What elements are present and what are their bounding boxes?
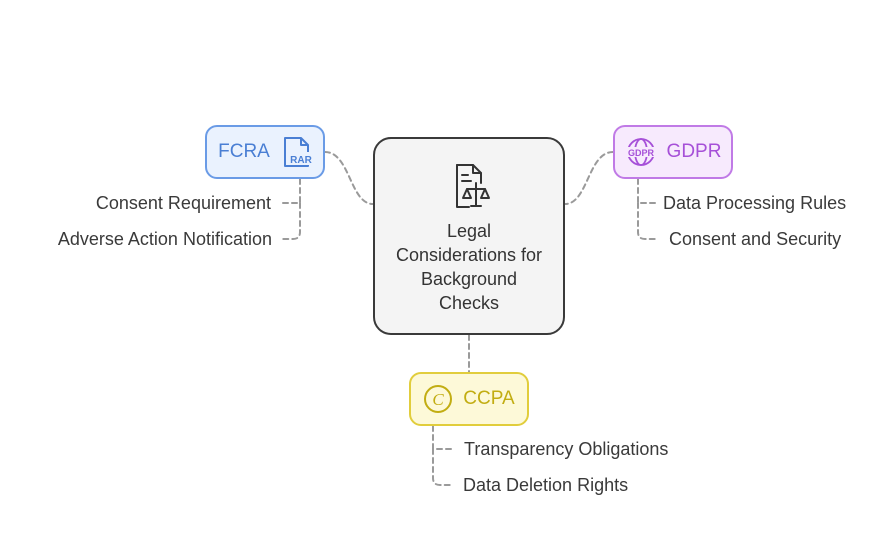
ccpa-item-transparency-obligations: Transparency Obligations <box>464 439 669 459</box>
fcra-item-adverse-action-notification: Adverse Action Notification <box>57 229 272 249</box>
connector-gdpr-item-1 <box>637 178 656 204</box>
ccpa-item-data-deletion-rights: Data Deletion Rights <box>463 475 629 495</box>
connector-fcra-item-1 <box>282 178 301 204</box>
gdpr-item-data-processing-rules: Data Processing Rules <box>663 193 847 213</box>
central-topic-node: Legal Considerations for Background Chec… <box>373 137 565 335</box>
svg-text:GDPR: GDPR <box>628 148 655 158</box>
gdpr-label: GDPR <box>666 141 722 162</box>
legal-document-scales-icon <box>456 164 490 208</box>
svg-text:C: C <box>433 390 445 409</box>
fcra-node: FCRA RAR <box>205 125 325 179</box>
copyright-circle-icon: C <box>424 385 453 413</box>
gdpr-globe-icon: GDPR <box>625 138 656 166</box>
connector-ccpa-item-1 <box>432 425 453 450</box>
central-topic-title: Legal Considerations for Background Chec… <box>395 221 543 313</box>
fcra-item-consent-requirement: Consent Requirement <box>95 193 271 213</box>
ccpa-label: CCPA <box>463 388 515 409</box>
fcra-label: FCRA <box>218 141 270 162</box>
connector-fcra-center <box>324 151 374 205</box>
connector-fcra-item-2 <box>282 202 301 240</box>
svg-text:RAR: RAR <box>290 155 312 166</box>
rar-file-icon: RAR <box>283 137 312 167</box>
gdpr-node: GDPR GDPR <box>613 125 733 179</box>
gdpr-item-consent-and-security: Consent and Security <box>669 229 842 249</box>
connector-gdpr-center <box>564 151 614 205</box>
connector-ccpa-item-2 <box>432 448 453 486</box>
connector-gdpr-item-2 <box>637 202 656 240</box>
ccpa-node: C CCPA <box>409 372 529 426</box>
